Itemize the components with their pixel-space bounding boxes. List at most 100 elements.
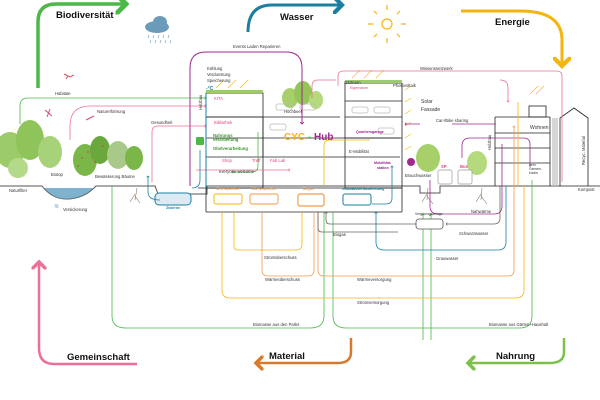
heat-surplus-label: Wärmeüberschuss [265, 277, 300, 282]
trees-street [416, 144, 487, 175]
residential-building [494, 105, 589, 186]
neighborhood-garage-label: Quartiersgarage [356, 130, 384, 134]
greywater-label: Grauwasser [436, 256, 459, 261]
temperature-label: -°C [206, 86, 214, 92]
gardening-flow [311, 79, 336, 98]
nature-experience-label: Naturerfahrung [97, 109, 126, 114]
greywater-treatment-box [342, 193, 372, 206]
emobility-label: E-Mobilität [349, 149, 369, 154]
ladder-stair [552, 118, 558, 186]
local-heat-label: Nahwärme [471, 209, 492, 214]
raised-bed-label: Hochbeet [284, 109, 302, 114]
natural-filter-label: Naturfilter [9, 188, 28, 193]
evaporation-label: Verdunstung [207, 72, 231, 77]
infiltration-icon: ≋ [54, 204, 60, 210]
material-arrow [256, 338, 353, 363]
irrigation-flow [148, 176, 161, 201]
wood-build-right-label: Holzbau [487, 134, 492, 150]
knowledge-network-flow [337, 70, 563, 182]
biomass-parks-label: Biomasse aus den Parks [253, 322, 300, 327]
left-purple-flow [461, 137, 531, 166]
heat-surplus-flow [261, 212, 315, 277]
green-roof [206, 90, 263, 93]
power-surplus-label: Stromüberschuss [264, 255, 297, 260]
pink-shop-flow [499, 79, 508, 102]
heat-storage-label: Wärmespeicher [251, 187, 277, 191]
category-water: Wasser [280, 12, 314, 23]
food-arrow [468, 338, 566, 363]
shared-kitchen-label-1: gem. [529, 163, 537, 167]
trees-left [0, 120, 143, 178]
event-space-label: Eigenstrom [350, 86, 369, 90]
food-processing-label: Nahrungs verarbeitung [213, 133, 239, 143]
category-community: Gemeinschaft [67, 352, 130, 363]
storage-label: Speicherung [207, 78, 231, 83]
digester-label: Vergärungsanlage [415, 212, 443, 216]
fruit-processing-label: Obstverarbeitung [213, 146, 248, 151]
water-arrow [246, 5, 342, 33]
hub-title-sep: - [305, 132, 315, 143]
bird-icon [44, 108, 53, 118]
sp-stop-label: SP [441, 164, 447, 169]
biomass-parks-flow [111, 186, 325, 329]
events-flow [189, 51, 302, 186]
carsharing-label: Car-/Bike sharing [436, 118, 469, 123]
local-heat-flow [429, 144, 503, 215]
irrigation-label: Bewässerung Bäume [95, 174, 135, 179]
library-label: Bibliothek [214, 120, 233, 125]
knowledge-network-label: Wissensnetzwerk [420, 66, 453, 71]
green-roof [345, 80, 402, 83]
shared-kitchen-label-2: Gemein- [529, 167, 543, 171]
power-storage-box [213, 193, 243, 205]
community-arrow [39, 262, 137, 366]
biogas-flow-label: Biogas [333, 232, 346, 237]
biogas-flow [317, 212, 398, 233]
biotope-label: Biotop [51, 172, 63, 177]
digester-tank [415, 218, 444, 230]
power-supply-flow [221, 186, 525, 299]
health-flow [151, 126, 206, 182]
heat-storage-box [249, 193, 279, 205]
recycled-material-label: Recyc. Material [581, 136, 586, 165]
cooling-label: Kühlung [207, 66, 223, 71]
greywater-treatment-label: Grauwasseraufbereitung [342, 187, 385, 191]
wood-build-label: Holzbau [198, 94, 203, 110]
photovoltaics-label: Photovoltaik [393, 83, 416, 88]
food-processing-flow [232, 132, 259, 172]
category-energy: Energie [495, 17, 530, 28]
category-biodiversity: Biodiversität [56, 10, 114, 21]
shop-label: Shop [222, 158, 232, 163]
energy-arrow [461, 9, 562, 66]
power-surplus-flow [233, 212, 303, 251]
power-supply-label: Stromversorgung [357, 300, 390, 305]
power-storage-label: Stromspeicher [216, 187, 240, 191]
kita-label: KITA [214, 96, 223, 101]
heat-supply-label: Wärmeversorgung [357, 277, 392, 282]
digester-to-hub [326, 212, 416, 225]
cistern-label: Zisterne [166, 206, 180, 210]
health-label: Gesundheit [151, 120, 173, 125]
facade-label: Fassade [421, 107, 441, 113]
biogas-hub-label: Biogas [303, 187, 314, 191]
rain-cloud-icon [145, 16, 172, 44]
bird-icon [63, 73, 75, 80]
infiltration-label: Versickerung [63, 207, 88, 212]
biotope-pond [44, 188, 94, 199]
greywater-flow [376, 186, 507, 251]
compost-label: Kompost [578, 187, 595, 192]
living-label: Wohnen [530, 125, 549, 131]
blackwater-label: Schwarzwasser [459, 231, 489, 236]
sp-stop-icon [437, 169, 453, 185]
green-sign [196, 137, 204, 145]
category-food: Nahrung [496, 351, 536, 362]
heat-supply-flow [317, 186, 515, 277]
biodiversity-arrow [36, 4, 126, 88]
blackwater-flow [446, 186, 501, 224]
bus-stop-label: Bus [460, 164, 468, 169]
everyone-welcome-label: everyone welcome [219, 169, 254, 174]
solar-label: Solar [421, 99, 433, 105]
hub-title: CYC - Hub [284, 133, 333, 143]
category-material: Material [269, 351, 305, 362]
service-water-label: Brauchwasser [405, 173, 432, 178]
